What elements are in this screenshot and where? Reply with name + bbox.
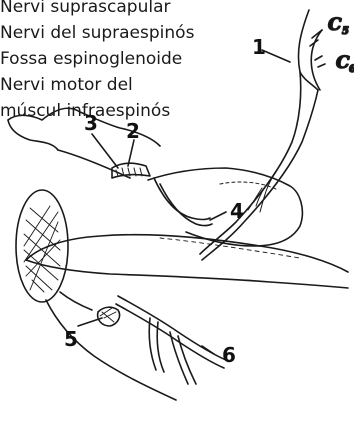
callout-1: 1 (252, 35, 266, 59)
spine-top-edge (26, 235, 348, 272)
callout-6: 6 (222, 343, 236, 367)
infraspinatus-branch-2 (170, 332, 196, 384)
root-sub-c5: 5 (342, 26, 349, 37)
callout-3: 3 (84, 111, 98, 135)
callout-4: 4 (230, 199, 244, 223)
callout-1-leader (262, 50, 290, 62)
acromion-outline (8, 120, 58, 150)
root-label-c5: C (328, 15, 342, 35)
callout-2: 2 (126, 119, 140, 143)
callout-5: 5 (64, 327, 78, 351)
root-sub-c6: 6 (349, 64, 354, 75)
root-label-c6: C (336, 53, 350, 73)
nerve-to-supraspinatus (154, 178, 210, 220)
spine-bottom-edge (26, 260, 348, 288)
callout-2-leader (128, 140, 134, 166)
callout-6-leader (202, 346, 214, 354)
infraspinatus-nerve-edge (116, 304, 224, 368)
suprascapular-nerve-lower-edge (202, 30, 322, 260)
glenoid-neck (60, 292, 92, 310)
callout-4-leader (210, 212, 226, 220)
callout-5-leader (78, 318, 102, 326)
infraspinatus-branch-1 (149, 318, 164, 372)
notch-hatching (100, 308, 116, 322)
